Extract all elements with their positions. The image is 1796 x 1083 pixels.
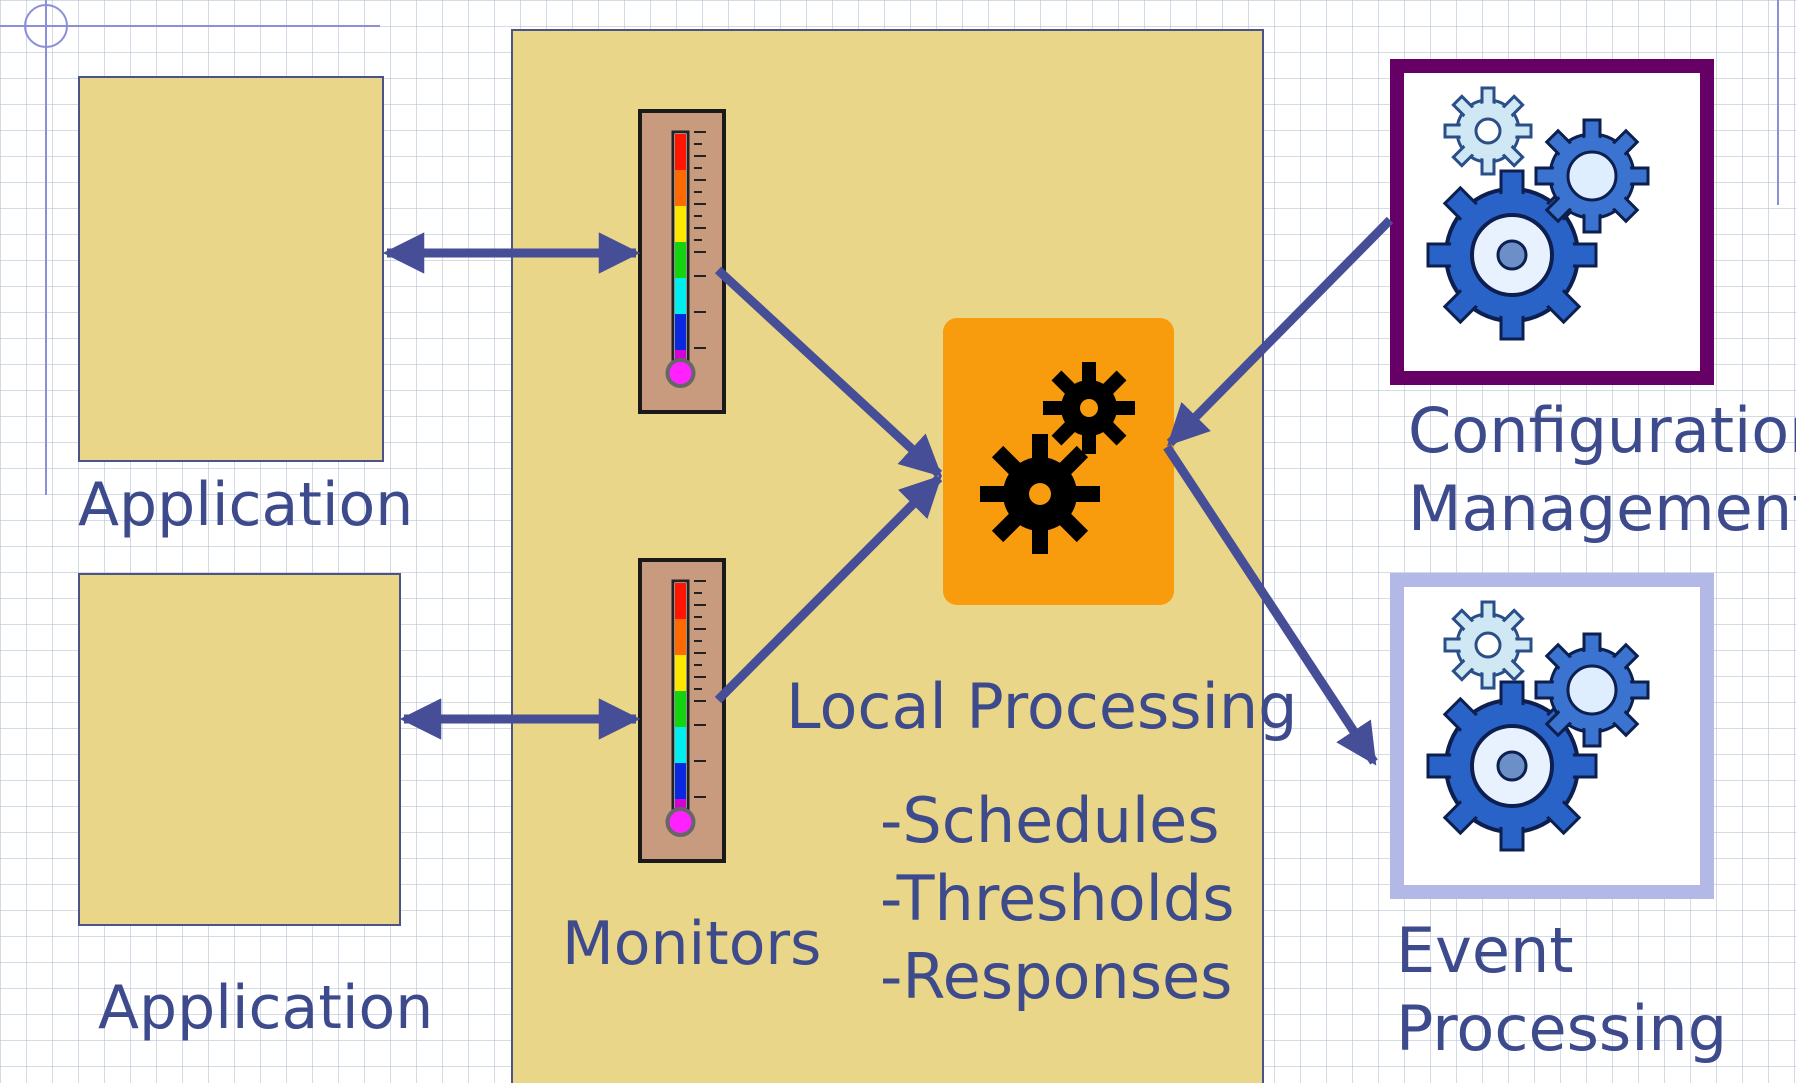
configuration-label-line: Management bbox=[1408, 472, 1796, 545]
gears-icon bbox=[1426, 600, 1650, 852]
application-bottom-label: Application bbox=[98, 973, 434, 1043]
arrow-monitor-bottom-local-processing bbox=[714, 474, 943, 704]
gears-icon bbox=[1426, 86, 1650, 341]
configuration-management-box bbox=[1390, 59, 1714, 385]
event-label-line: Processing bbox=[1396, 992, 1728, 1065]
event-processing-label: Event Processing bbox=[1396, 912, 1727, 1068]
gears-icon bbox=[980, 362, 1135, 554]
arrow-configuration-local-processing bbox=[1166, 216, 1394, 447]
application-top-label: Application bbox=[78, 470, 414, 540]
arrow-local-processing-event bbox=[1163, 444, 1378, 766]
responsibilities-list: -Schedules -Thresholds -Responses bbox=[880, 782, 1235, 1016]
local-processing-box bbox=[943, 318, 1174, 605]
monitors-label: Monitors bbox=[562, 909, 822, 979]
configuration-management-label: Configuration Management bbox=[1408, 392, 1796, 548]
thermometer-icon bbox=[638, 558, 726, 863]
responsibility-item: -Schedules bbox=[880, 784, 1220, 857]
thermometer-icon bbox=[638, 109, 726, 414]
application-box-bottom bbox=[78, 573, 401, 926]
application-box-top bbox=[78, 76, 384, 462]
event-label-line: Event bbox=[1396, 914, 1574, 987]
event-processing-box bbox=[1390, 573, 1714, 899]
local-processing-label: Local Processing bbox=[786, 670, 1298, 743]
responsibility-item: -Responses bbox=[880, 940, 1233, 1013]
responsibility-item: -Thresholds bbox=[880, 862, 1235, 935]
slide-corner-decoration bbox=[0, 0, 1779, 495]
configuration-label-line: Configuration bbox=[1408, 394, 1796, 467]
arrow-monitor-top-local-processing bbox=[714, 266, 943, 478]
